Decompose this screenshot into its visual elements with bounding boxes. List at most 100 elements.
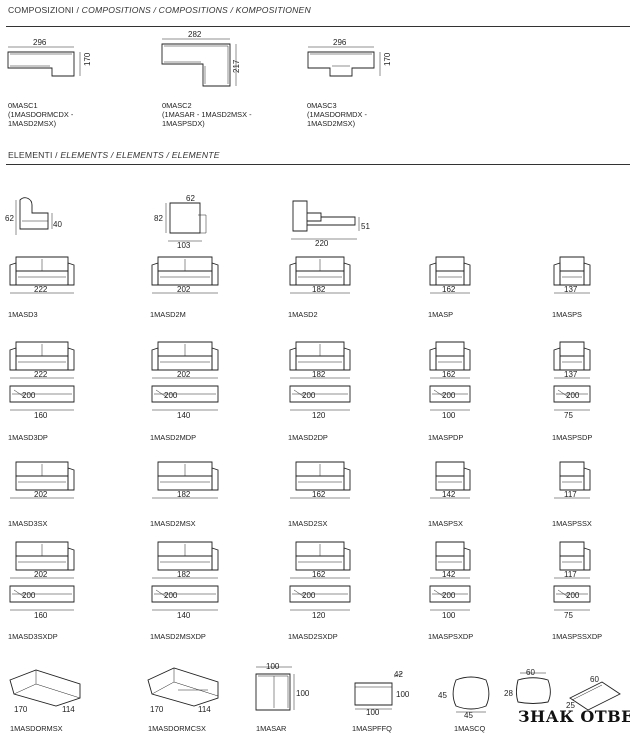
dim-text: 140 (177, 611, 191, 620)
element-code: 1MASPSSXDP (552, 632, 603, 641)
dim-text: 296 (333, 38, 347, 47)
dim-text: 40 (53, 220, 62, 229)
composition-code-2: 0MASC2(1MASAR - 1MASD2MSX - 1MASPSDX) (162, 101, 252, 128)
dim-text: 45 (438, 691, 447, 700)
dim-text: 114 (62, 705, 75, 714)
element-code: 1MASD3SX (8, 519, 48, 528)
dim-text: 202 (34, 570, 48, 579)
dim-text: 42 (394, 670, 403, 679)
dim-text: 200 (302, 391, 316, 400)
dim-text: 75 (564, 611, 573, 620)
dim-text: 220 (315, 239, 329, 248)
element-code: 1MASPS (552, 310, 582, 319)
dim-text: 142 (442, 490, 456, 499)
dorm-sx-drawing: 170 114 (9, 669, 81, 714)
dim-text: 200 (302, 591, 316, 600)
dim-text: 160 (34, 611, 48, 620)
dim-text: 25 (566, 701, 575, 710)
dim-text: 200 (164, 391, 178, 400)
dim-text: 222 (34, 370, 48, 379)
dim-text: 200 (442, 591, 456, 600)
dim-text: 45 (464, 711, 473, 720)
dim-text: 200 (164, 591, 178, 600)
element-code: 1MASD2 (288, 310, 318, 319)
dim-text: 182 (312, 370, 326, 379)
element-code: 1MASD2MSXDP (150, 632, 206, 641)
element-code: 1MASPSSX (552, 519, 592, 528)
side-section-view: 62 40 (5, 197, 62, 235)
element-drawing: 202 200 140 (151, 341, 219, 420)
dim-text: 162 (312, 570, 326, 579)
armrest-drawing: 100 100 (255, 662, 310, 711)
header-rule (6, 164, 630, 165)
dim-text: 120 (312, 611, 326, 620)
element-code: 1MASCQ (454, 724, 486, 733)
element-code: 1MASPSXDP (428, 632, 474, 641)
dim-text: 200 (566, 591, 580, 600)
dim-text: 60 (590, 675, 599, 684)
cushion-pillow-drawing: 60 25 (566, 675, 621, 711)
elements-header: ELEMENTI / ELEMENTS / ELEMENTS / ELEMENT… (8, 150, 220, 160)
dim-text: 170 (14, 705, 28, 714)
element-drawing: 162 (290, 461, 351, 499)
element-code: 1MASD3 (8, 310, 38, 319)
element-drawing: 182 200 120 (289, 341, 351, 420)
element-code: 1MASPFFQ (352, 724, 392, 733)
element-code: 1MASPSDP (552, 433, 593, 442)
element-drawing: 202 (151, 256, 219, 294)
dim-text: 100 (442, 411, 456, 420)
dim-text: 82 (154, 214, 163, 223)
dim-text: 140 (177, 411, 191, 420)
dim-text: 100 (366, 708, 380, 717)
element-drawing: 202 (10, 461, 75, 499)
element-code: 1MASD3SXDP (8, 632, 58, 641)
element-code: 1MASDORMSX (10, 724, 63, 733)
element-code: 1MASD2DP (288, 433, 328, 442)
cushion-square-drawing: 45 45 (438, 676, 490, 720)
dim-text: 202 (34, 490, 48, 499)
dim-text: 117 (564, 490, 577, 499)
dim-text: 170 (150, 705, 164, 714)
element-code: 1MASDORMCSX (148, 724, 206, 733)
dim-text: 170 (83, 52, 92, 66)
element-code: 1MASAR (256, 724, 287, 733)
dim-text: 162 (442, 285, 456, 294)
dim-text: 160 (34, 411, 48, 420)
element-drawing: 202 200 160 (9, 541, 75, 620)
dim-text: 60 (526, 668, 535, 677)
dim-text: 200 (566, 391, 580, 400)
element-drawing: 162 (429, 256, 471, 294)
element-code: 1MASPSX (428, 519, 463, 528)
element-drawing: 162 200 120 (289, 541, 351, 620)
dim-text: 202 (177, 370, 191, 379)
dim-text: 200 (22, 591, 36, 600)
back-section-view: 62 82 103 (154, 194, 207, 250)
dim-text: 296 (33, 38, 47, 47)
element-drawing: 117 (554, 461, 591, 499)
dim-text: 62 (186, 194, 195, 203)
cushion-rect-drawing: 60 28 (504, 668, 551, 704)
dim-text: 182 (312, 285, 326, 294)
dim-text: 202 (177, 285, 191, 294)
pouf-drawing: 42 100 100 (354, 670, 410, 717)
element-drawing: 137 (553, 256, 591, 294)
dim-text: 75 (564, 411, 573, 420)
dim-text: 100 (442, 611, 456, 620)
dim-text: 62 (5, 214, 14, 223)
dim-text: 182 (177, 490, 191, 499)
dim-text: 51 (361, 222, 370, 231)
element-drawing: 182 (152, 461, 219, 499)
dim-text: 120 (312, 411, 326, 420)
element-drawing: 142 (430, 461, 471, 499)
dim-text: 282 (188, 30, 202, 39)
dim-text: 100 (296, 689, 310, 698)
dim-text: 100 (396, 690, 410, 699)
element-code: 1MASD2MSX (150, 519, 196, 528)
dim-text: 200 (442, 391, 456, 400)
bed-section-view: 51 220 (291, 200, 370, 248)
